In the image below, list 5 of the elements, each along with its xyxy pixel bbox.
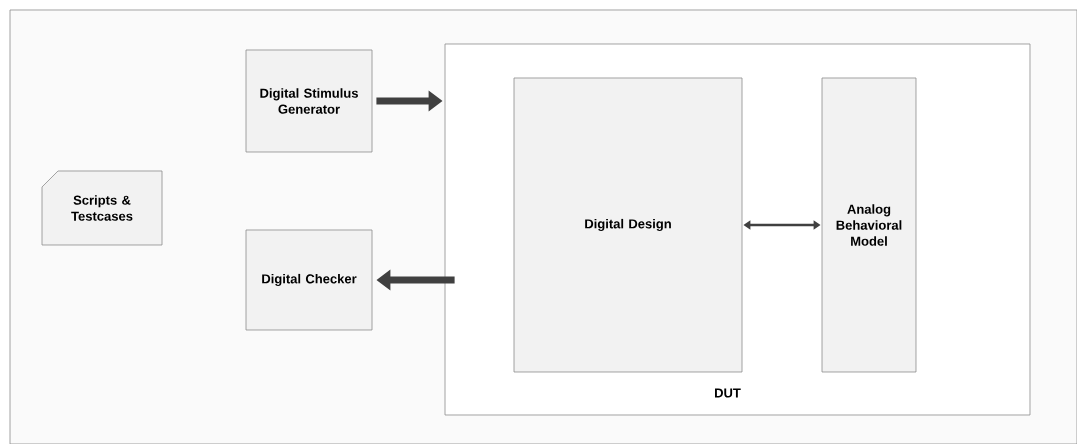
document-box: Scripts & Testcases bbox=[41, 170, 163, 246]
process-box: Digital Checker bbox=[245, 229, 373, 331]
process-box: Digital Stimulus Generator bbox=[245, 49, 373, 153]
process-box: Digital Design bbox=[513, 77, 743, 373]
process-box: Analog Behavioral Model bbox=[821, 77, 917, 373]
